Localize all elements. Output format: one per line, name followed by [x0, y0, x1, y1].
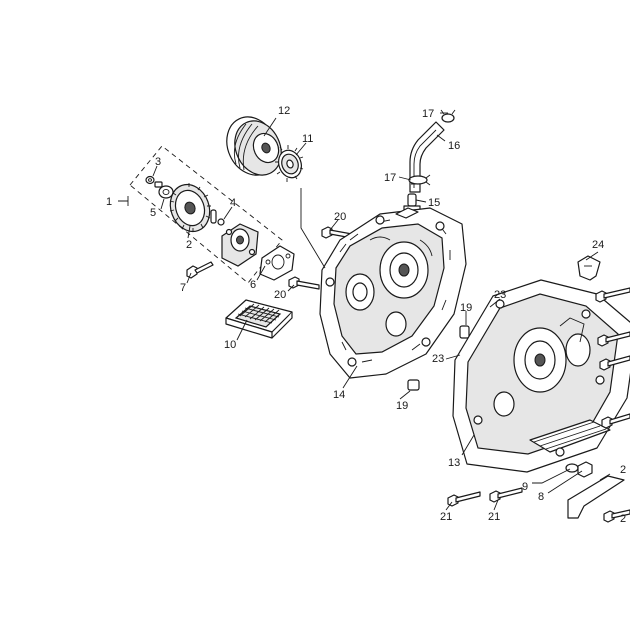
right-side-bolts — [595, 287, 630, 429]
part-14-left-crankcase — [319, 207, 467, 379]
part-17-hose-clamp-upper — [440, 109, 456, 123]
callout-3: 3 — [155, 156, 161, 168]
dowel-pin — [210, 209, 217, 224]
part-4-pin — [217, 218, 225, 226]
callout-17-upper: 17 — [422, 108, 434, 120]
part-13-right-crankcase — [452, 279, 630, 473]
part-21-bolt-left — [447, 491, 481, 507]
callout-4: 4 — [230, 197, 236, 209]
part-20-bolt-lower — [288, 276, 320, 290]
stand-plate — [567, 473, 625, 519]
callout-9: 9 — [522, 481, 528, 493]
part-7-bolt — [186, 261, 214, 279]
part-21-bolt-middle — [489, 487, 523, 503]
callout-12: 12 — [278, 105, 290, 117]
part-21-bolt-right — [603, 509, 630, 523]
part-11-sprocket — [275, 145, 304, 182]
part-6-gasket — [259, 245, 295, 281]
callout-8: 8 — [538, 491, 544, 503]
callout-16: 16 — [448, 140, 460, 152]
callout-5: 5 — [150, 207, 156, 219]
callout-2: 2 — [186, 239, 192, 251]
callout-2-right-edge: 2 — [620, 513, 626, 525]
part-10-oil-strainer — [225, 299, 293, 339]
callout-7: 7 — [180, 282, 186, 294]
oil-pump-assembly-group — [129, 145, 283, 284]
pump-shaft-pin — [154, 181, 163, 188]
callout-17-lower: 17 — [384, 172, 396, 184]
callout-2-right-edge-upper: 2 — [620, 464, 626, 476]
part-3-washer — [145, 175, 155, 185]
part-19-dowel-lower — [407, 379, 420, 391]
leader-lines — [118, 112, 599, 511]
callout-19-lower: 19 — [396, 400, 408, 412]
callout-23-left: 23 — [432, 353, 444, 365]
callout-6: 6 — [250, 279, 256, 291]
callout-21-middle: 21 — [488, 511, 500, 523]
part-19-dowel-upper — [459, 325, 470, 339]
oil-pump-body — [221, 223, 259, 267]
callout-15: 15 — [428, 197, 440, 209]
part-8-drain-bolt — [577, 461, 593, 478]
callout-20-upper: 20 — [334, 211, 346, 223]
callout-1: 1 — [106, 196, 112, 208]
callout-24: 24 — [592, 239, 604, 251]
part-2-oil-pump-gear — [169, 183, 211, 233]
callout-19-upper: 19 — [460, 302, 472, 314]
callout-21-left: 21 — [440, 511, 452, 523]
callout-10: 10 — [224, 339, 236, 351]
callout-11: 11 — [302, 133, 313, 145]
part-24-bracket — [577, 255, 601, 281]
callout-20-lower: 20 — [274, 289, 286, 301]
part-12-cover-disc — [226, 116, 282, 176]
callout-23-upper: 23 — [494, 289, 506, 301]
part-15-breather-fitting — [403, 193, 421, 211]
callout-labels: 1 2 3 4 5 6 7 8 9 10 11 12 13 14 15 16 1… — [106, 105, 626, 525]
callout-14: 14 — [333, 389, 345, 401]
part-17-hose-clamp-lower — [408, 174, 431, 186]
callout-13: 13 — [448, 457, 460, 469]
part-9-drain-washer — [565, 463, 579, 473]
part-5-washer — [158, 185, 174, 199]
